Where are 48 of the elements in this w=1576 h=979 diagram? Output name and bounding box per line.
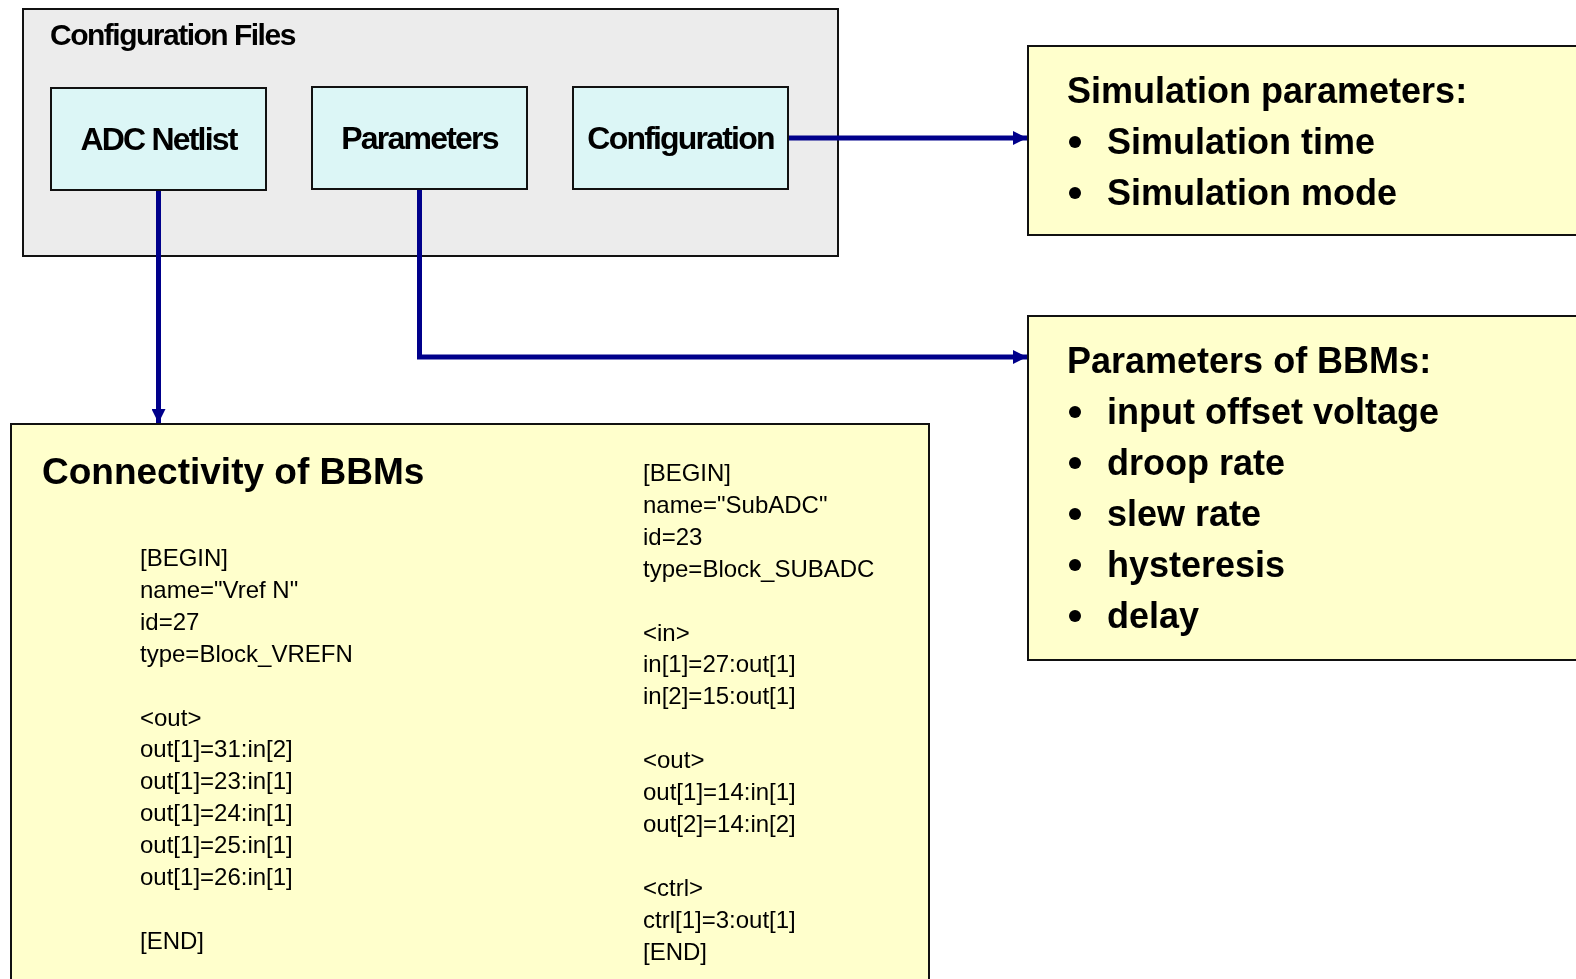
code-line: type=Block_SUBADC	[643, 554, 875, 583]
code-line: ctrl[1]=3:out[1]	[643, 905, 796, 934]
file-label: ADC Netlist	[80, 120, 237, 158]
code-line: name="SubADC"	[643, 490, 828, 519]
code-line: id=23	[643, 522, 703, 551]
code-line: [BEGIN]	[643, 459, 732, 487]
code-line: out[1]=25:in[1]	[140, 831, 293, 860]
info-panel	[1027, 45, 1576, 236]
file-box	[50, 87, 267, 191]
list-heading: Parameters of BBMs:	[1067, 339, 1433, 383]
group-title: Configuration Files	[50, 18, 295, 52]
arrow	[417, 190, 1027, 364]
arrow	[789, 131, 1027, 145]
code-line: [END]	[140, 926, 204, 955]
list-item: delay	[1107, 595, 1200, 636]
list-item: Simulation time	[1107, 121, 1376, 162]
code-line: <in>	[643, 618, 690, 647]
code-line: in[2]=15:out[1]	[643, 682, 796, 711]
code-line: <ctrl>	[643, 873, 704, 902]
list-item: Simulation mode	[1107, 172, 1398, 213]
code-line: id=27	[140, 607, 200, 636]
code-heading: Connectivity of BBMs	[42, 451, 425, 493]
code-line: <out>	[140, 703, 202, 732]
code-line: name="Vref N"	[140, 575, 299, 604]
file-box	[572, 86, 789, 190]
list-item: droop rate	[1107, 442, 1285, 483]
code-line: out[1]=31:in[2]	[140, 735, 293, 764]
code-line: out[2]=14:in[2]	[643, 809, 796, 838]
list-item: hysteresis	[1107, 544, 1286, 585]
group-panel	[22, 8, 839, 257]
code-line: type=Block_VREFN	[140, 639, 353, 668]
code-line: out[1]=23:in[1]	[140, 767, 293, 796]
code-line: out[1]=14:in[1]	[643, 778, 796, 806]
info-panel	[1027, 315, 1576, 661]
arrow	[151, 191, 166, 423]
code-line: out[1]=26:in[1]	[140, 863, 293, 891]
file-box	[311, 86, 528, 190]
list-item: slew rate	[1107, 493, 1262, 534]
code-line: in[1]=27:out[1]	[643, 650, 796, 679]
file-label: Parameters	[341, 119, 498, 157]
code-line: [BEGIN]	[140, 544, 229, 572]
code-line: <out>	[643, 746, 705, 775]
code-line: [END]	[643, 937, 707, 966]
list-item: input offset voltage	[1107, 391, 1439, 432]
code-panel	[10, 423, 930, 979]
file-label: Configuration	[587, 119, 774, 157]
code-line: out[1]=24:in[1]	[140, 799, 293, 828]
list-heading: Simulation parameters:	[1067, 69, 1469, 113]
